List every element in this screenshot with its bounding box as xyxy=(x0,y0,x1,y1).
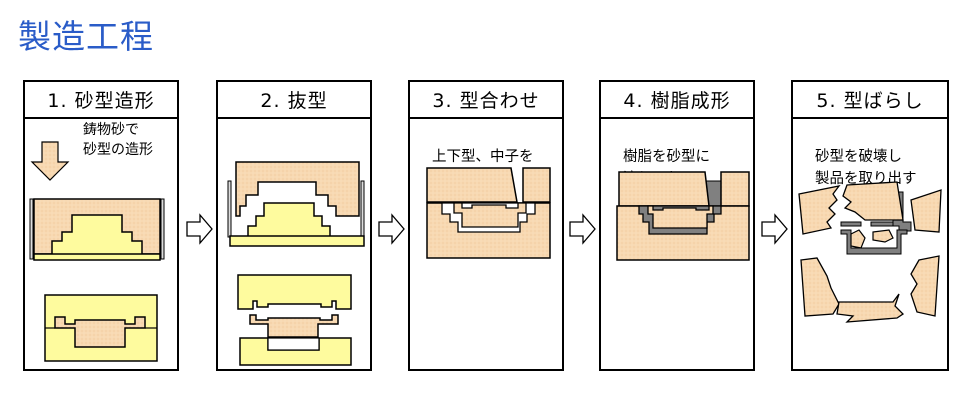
step-panel-3: 3. 型合わせ 上下型、中子を セット xyxy=(408,80,564,371)
right-arrow-icon xyxy=(568,213,598,249)
sand-fragment xyxy=(800,257,840,317)
right-arrow-icon xyxy=(377,213,407,249)
step-4-illustration xyxy=(616,171,750,261)
step-title-5: 5. 型ばらし xyxy=(793,82,947,119)
down-arrow-icon xyxy=(30,141,70,181)
right-arrow-icon xyxy=(185,213,215,249)
step-title-2: 2. 抜型 xyxy=(218,82,370,119)
sand-fragment xyxy=(836,293,905,323)
step-title-1: 1. 砂型造形 xyxy=(25,82,177,119)
right-arrow-icon xyxy=(760,213,790,249)
sand-fragment xyxy=(842,181,904,221)
step-3-illustration xyxy=(426,167,551,259)
step-title-3: 3. 型合わせ xyxy=(410,82,562,119)
sand-fragment xyxy=(850,229,866,249)
sand-fragment xyxy=(798,185,841,235)
step-5-illustration xyxy=(798,181,942,323)
step-2-illustration xyxy=(227,161,365,366)
core xyxy=(453,202,527,228)
sprue-block xyxy=(522,167,551,203)
pattern-shape xyxy=(33,214,161,261)
sand-fragment xyxy=(872,229,894,243)
sand-fragment xyxy=(910,255,940,317)
step-description-1: 鋳物砂で 砂型の造形 xyxy=(83,122,153,158)
step-panel-5: 5. 型ばらし 砂型を破壊し 製品を取り出す xyxy=(791,80,949,371)
page-title: 製造工程 xyxy=(18,17,154,56)
upper-mold xyxy=(237,274,352,310)
step-panel-1: 1. 砂型造形 鋳物砂で 砂型の造形 xyxy=(23,80,179,371)
sprue-block xyxy=(720,171,750,207)
sand-fragment xyxy=(910,189,942,233)
upper-sand-mold xyxy=(426,167,518,203)
step-panel-4: 4. 樹脂成形 樹脂を砂型に 流しこむ xyxy=(599,80,755,371)
step-title-4: 4. 樹脂成形 xyxy=(601,82,753,119)
pattern-shape xyxy=(229,202,365,247)
upper-sand-mold xyxy=(618,171,710,207)
core xyxy=(647,205,714,229)
step-1-illustration xyxy=(29,141,165,362)
core xyxy=(249,314,339,338)
sand-mold xyxy=(235,161,360,217)
step-panel-2: 2. 抜型 xyxy=(216,80,372,371)
